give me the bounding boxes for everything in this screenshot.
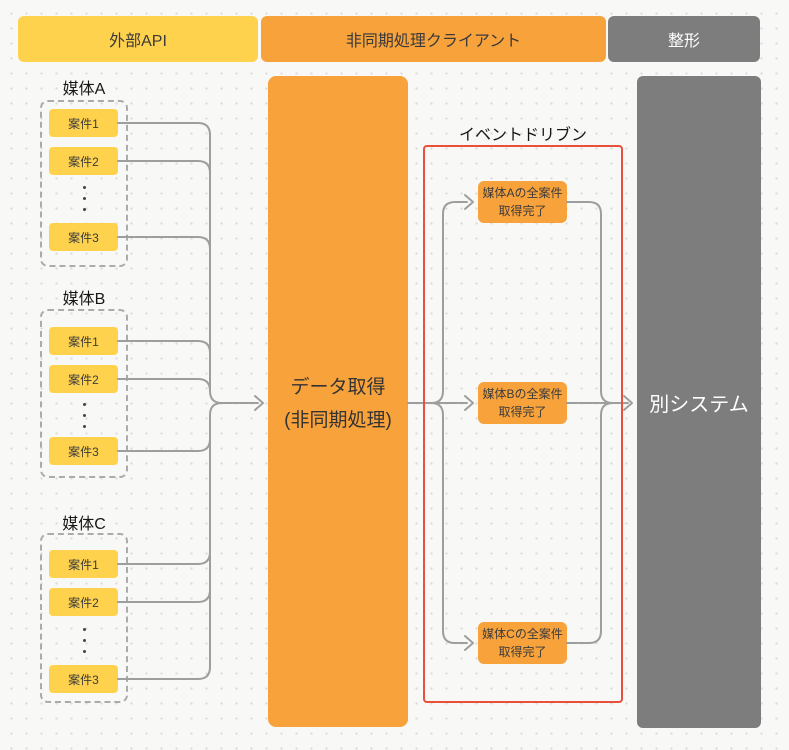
arrowhead-icon xyxy=(464,395,474,411)
ellipsis-dots xyxy=(81,403,87,428)
node-event-media-a-complete: 媒体Aの全案件 取得完了 xyxy=(478,181,567,223)
node-media-b-item-3: 案件3 xyxy=(49,437,118,465)
arrowhead-icon xyxy=(254,395,264,411)
group-box-media-a xyxy=(40,100,128,267)
ellipsis-dots xyxy=(81,628,87,653)
process-label-line2: (非同期処理) xyxy=(284,409,392,431)
group-box-media-c xyxy=(40,533,128,703)
node-media-a-item-2: 案件2 xyxy=(49,147,118,175)
event-b-line1: 媒体Bの全案件 xyxy=(482,387,563,401)
node-external-system: 別システム xyxy=(637,76,761,728)
ellipsis-dots xyxy=(81,186,87,211)
event-driven-container xyxy=(423,145,623,703)
group-box-media-b xyxy=(40,309,128,478)
header-lane-formatting: 整形 xyxy=(608,16,760,62)
node-media-c-item-1: 案件1 xyxy=(49,550,118,578)
event-a-line2: 取得完了 xyxy=(498,204,547,218)
node-media-c-item-2: 案件2 xyxy=(49,588,118,616)
process-label-line1: データ取得 xyxy=(290,376,386,398)
node-media-c-item-3: 案件3 xyxy=(49,665,118,693)
arrowhead-icon xyxy=(464,635,474,651)
node-media-a-item-1: 案件1 xyxy=(49,109,118,137)
header-lane-async-client: 非同期処理クライアント xyxy=(261,16,606,62)
event-a-line1: 媒体Aの全案件 xyxy=(482,186,563,200)
group-label-media-b: 媒体B xyxy=(62,291,106,308)
node-event-media-c-complete: 媒体Cの全案件 取得完了 xyxy=(478,622,567,664)
arrowhead-icon xyxy=(464,194,474,210)
event-driven-label: イベントドリブン xyxy=(458,127,587,144)
header-lane-external-api: 外部API xyxy=(18,16,258,62)
node-media-b-item-1: 案件1 xyxy=(49,327,118,355)
node-media-a-item-3: 案件3 xyxy=(49,223,118,251)
event-c-line2: 取得完了 xyxy=(498,645,547,659)
group-label-media-a: 媒体A xyxy=(62,81,106,98)
event-c-line1: 媒体Cの全案件 xyxy=(482,627,563,641)
event-b-line2: 取得完了 xyxy=(498,405,547,419)
node-event-media-b-complete: 媒体Bの全案件 取得完了 xyxy=(478,382,567,424)
group-label-media-c: 媒体C xyxy=(62,516,106,533)
node-data-fetch-process: データ取得 (非同期処理) xyxy=(268,76,408,727)
arrowhead-icon xyxy=(623,395,633,411)
node-media-b-item-2: 案件2 xyxy=(49,365,118,393)
